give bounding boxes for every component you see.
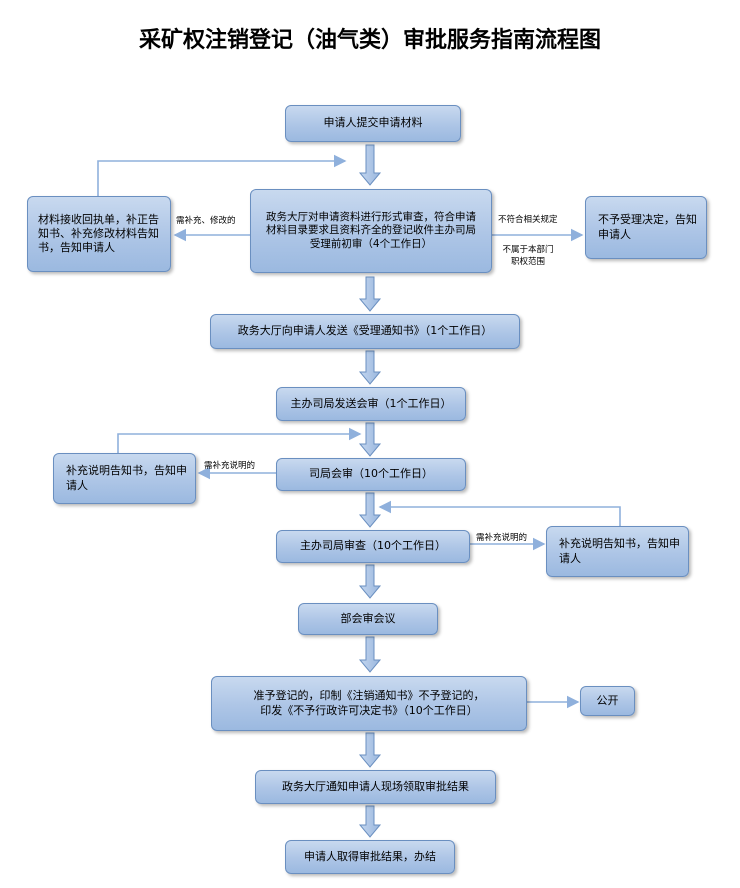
node-send-review: 主办司局发送会审（1个工作日） <box>276 387 466 421</box>
down-arrow-9 <box>358 805 382 838</box>
label-not-compliant: 不符合相关规定 <box>498 215 558 225</box>
node-publish: 公开 <box>580 686 635 716</box>
node-form-review: 政务大厅对申请资料进行形式审查，符合申请材料目录要求且资料齐全的登记收件主办司局… <box>250 189 492 273</box>
node-finish: 申请人取得审批结果，办结 <box>285 840 455 874</box>
decision-line-2: 印发《不予行政许可决定书》（10个工作日） <box>260 703 478 717</box>
down-arrow-6 <box>358 564 382 599</box>
decision-line-1: 准予登记的，印制《注销通知书》不予登记的， <box>253 689 485 703</box>
label-need-explain-1: 需补充说明的 <box>204 461 256 471</box>
node-supplement-1: 补充说明告知书，告知申请人 <box>53 453 196 504</box>
node-notify-result: 政务大厅通知申请人现场领取审批结果 <box>255 770 496 804</box>
label-need-explain-2: 需补充说明的 <box>476 533 528 543</box>
down-arrow-5 <box>358 492 382 528</box>
down-arrow-8 <box>358 732 382 768</box>
down-arrow-1 <box>358 144 382 186</box>
node-joint-review: 司局会审（10个工作日） <box>276 458 466 491</box>
node-accept-notice: 政务大厅向申请人发送《受理通知书》（1个工作日） <box>210 314 520 349</box>
node-ministry-meeting: 部会审会议 <box>298 603 438 635</box>
label-not-in-scope: 不属于本部门职权范围 <box>502 245 554 267</box>
label-need-supplement-modify: 需补充、修改的 <box>176 216 236 226</box>
down-arrow-3 <box>358 350 382 385</box>
down-arrow-7 <box>358 636 382 673</box>
down-arrow-2 <box>358 276 382 312</box>
page-title: 采矿权注销登记（油气类）审批服务指南流程图 <box>138 27 601 53</box>
node-reject: 不予受理决定，告知申请人 <box>585 196 707 259</box>
down-arrow-4 <box>358 422 382 457</box>
node-decision: 准予登记的，印制《注销通知书》不予登记的， 印发《不予行政许可决定书》（10个工… <box>211 676 527 731</box>
node-submit: 申请人提交申请材料 <box>285 105 461 142</box>
node-return-receipt: 材料接收回执单，补正告知书、补充修改材料告知书，告知申请人 <box>27 196 171 272</box>
connector-return-loop <box>97 154 347 196</box>
node-lead-review: 主办司局审查（10个工作日） <box>276 530 470 563</box>
connector-supplement1-loop <box>117 427 362 456</box>
node-supplement-2: 补充说明告知书，告知申请人 <box>546 526 689 577</box>
connector-supplement2-loop <box>378 500 621 526</box>
